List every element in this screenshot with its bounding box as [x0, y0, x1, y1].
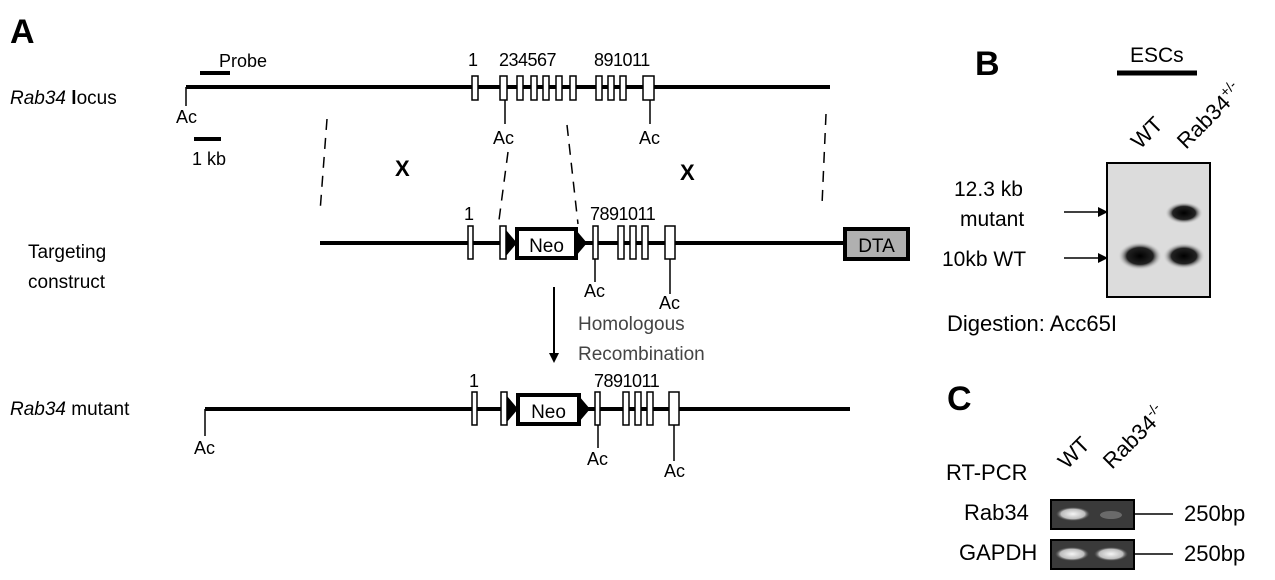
mutant-ac-1: Ac — [194, 438, 215, 458]
panel-c-label: C — [947, 380, 972, 418]
construct-ac-2: Ac — [659, 293, 680, 313]
mutant-exons-7-11-label: 7891011 — [594, 371, 660, 391]
crossover-x-left: X — [395, 156, 410, 181]
locus-label: Rab34 locus — [10, 88, 117, 109]
scale-bar: 1 kb — [192, 139, 226, 169]
pcr-size-label-1: 250bp — [1184, 501, 1245, 526]
crossover-x-right: X — [680, 160, 695, 185]
locus-exon-1-label: 1 — [468, 50, 478, 70]
locus-ac-2: Ac — [493, 128, 514, 148]
blot-lane-het: Rab34+/- — [1170, 77, 1247, 154]
mutant-neo-label: Neo — [531, 402, 566, 423]
panel-a-label: A — [10, 13, 35, 51]
construct-label-1: Targeting — [28, 242, 106, 263]
pcr-lane-ko: Rab34-/- — [1096, 399, 1171, 474]
pcr-band-rab34-ko — [1100, 511, 1122, 519]
locus-ac-3: Ac — [639, 128, 660, 148]
pcr-gel-gapdh — [1051, 540, 1134, 569]
blot-band-mutant-lane-het — [1165, 202, 1203, 224]
pcr-method-label: RT-PCR — [946, 460, 1028, 485]
pcr-band-rab34-wt — [1056, 507, 1090, 521]
construct-label-2: construct — [28, 272, 106, 293]
blot-band-wt-lane-wt — [1118, 242, 1162, 270]
locus-ac-1: Ac — [176, 107, 197, 127]
pcr-gene-1-label: Rab34 — [964, 500, 1029, 525]
locus-ac-sites — [186, 87, 650, 124]
mutant-label: Rab34 mutant — [10, 399, 130, 420]
locus-exons-2-7-label: 234567 — [499, 50, 557, 70]
blot-band-wt-lane-het — [1163, 243, 1205, 269]
mutant-ac-2: Ac — [587, 449, 608, 469]
scale-label: 1 kb — [192, 149, 226, 169]
construct-ac-sites — [595, 259, 670, 294]
recombination-label-2: Recombination — [578, 344, 705, 365]
mutant-neo-cassette: Neo — [518, 395, 579, 424]
blot-lane-wt: WT — [1126, 112, 1168, 154]
southern-blot — [1107, 163, 1210, 297]
blot-band-mutant-label-2: mutant — [960, 208, 1024, 231]
panel-b-label: B — [975, 45, 1000, 83]
dta-label: DTA — [858, 236, 895, 257]
dta-cassette: DTA — [845, 229, 908, 259]
pcr-band-gapdh-wt — [1055, 547, 1089, 561]
probe-label: Probe — [219, 51, 267, 71]
pcr-size-label-2: 250bp — [1184, 541, 1245, 566]
blot-digestion-label: Digestion: Acc65I — [947, 311, 1117, 336]
pcr-band-gapdh-ko — [1094, 547, 1128, 561]
mutant-exon-1-label: 1 — [469, 371, 479, 391]
pcr-gel-rab34 — [1051, 500, 1134, 529]
construct-ac-1: Ac — [584, 281, 605, 301]
mutant-ac-3: Ac — [664, 461, 685, 481]
pcr-lane-wt: WT — [1053, 432, 1095, 474]
blot-band-wt-label: 10kb WT — [942, 248, 1026, 271]
blot-group-label: ESCs — [1130, 44, 1184, 67]
recombination-label-1: Homologous — [578, 314, 685, 335]
locus-exons-8-11-label: 891011 — [594, 50, 650, 70]
probe-marker: Probe — [200, 51, 267, 73]
construct-neo-cassette: Neo — [517, 229, 576, 258]
pcr-gene-2-label: GAPDH — [959, 540, 1037, 565]
construct-exons-7-11-label: 7891011 — [590, 204, 656, 224]
blot-band-mutant-label-1: 12.3 kb — [954, 178, 1023, 201]
construct-neo-label: Neo — [529, 236, 564, 257]
construct-exon-1-label: 1 — [464, 204, 474, 224]
